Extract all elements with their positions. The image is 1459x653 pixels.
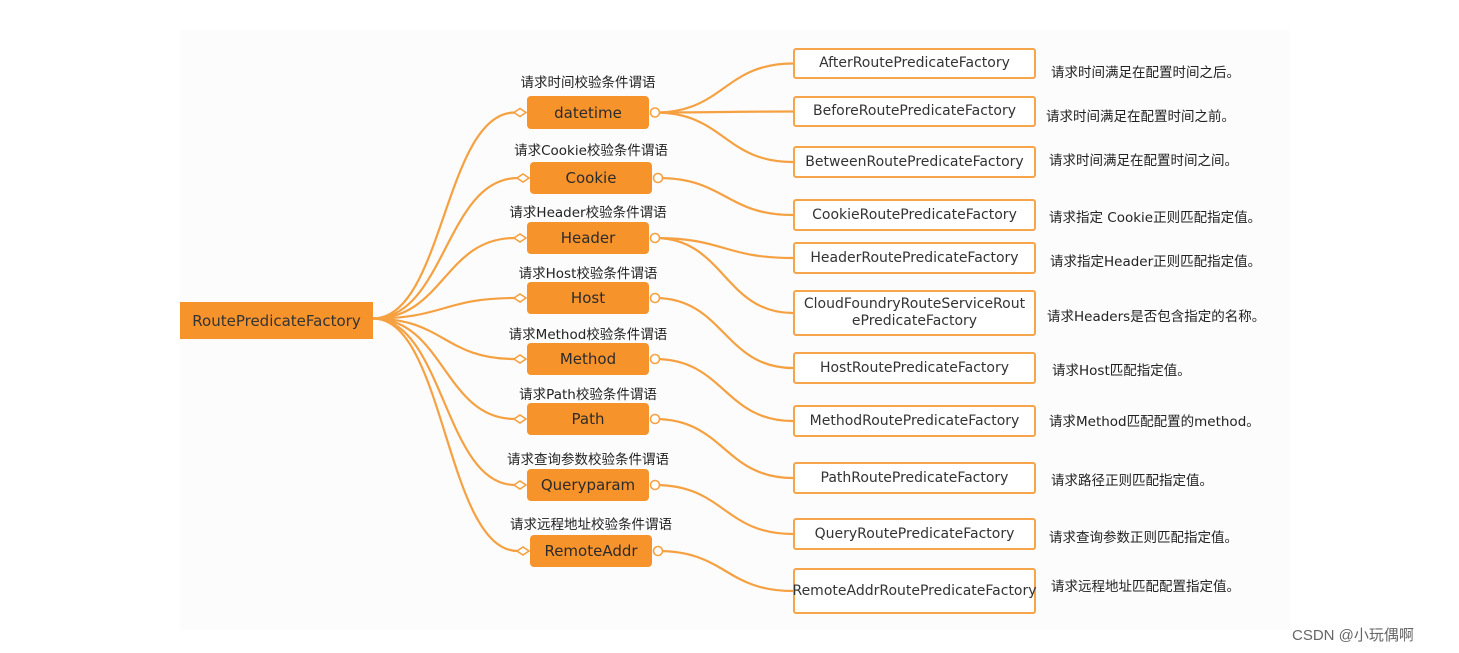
branch-caption: 请求Path校验条件谓语 bbox=[519, 387, 657, 403]
link-diamond-icon bbox=[512, 414, 528, 424]
root-branch-link bbox=[372, 317, 516, 361]
branch-caption: 请求时间校验条件谓语 bbox=[520, 75, 656, 91]
branch-node-method[interactable]: Method bbox=[527, 343, 649, 375]
branch-node-queryparam[interactable]: Queryparam bbox=[527, 469, 649, 501]
leaf-description: 请求Host匹配指定值。 bbox=[1052, 363, 1191, 379]
cutoff-text bbox=[180, 640, 240, 653]
branch-connector-icon bbox=[649, 413, 661, 425]
root-branch-link bbox=[372, 317, 516, 487]
leaf-description: 请求时间满足在配置时间之前。 bbox=[1046, 109, 1235, 125]
branch-leaf-link bbox=[654, 296, 794, 370]
leaf-description: 请求时间满足在配置时间之后。 bbox=[1051, 65, 1240, 81]
branch-caption: 请求Method校验条件谓语 bbox=[508, 327, 668, 343]
branch-leaf-link bbox=[654, 110, 794, 114]
link-diamond-icon bbox=[512, 107, 528, 118]
leaf-node[interactable]: BeforeRoutePredicateFactory bbox=[793, 96, 1036, 127]
branch-connector-icon bbox=[649, 353, 661, 365]
branch-caption: 请求Cookie校验条件谓语 bbox=[514, 143, 668, 159]
leaf-description: 请求远程地址匹配配置指定值。 bbox=[1051, 579, 1240, 595]
leaf-description: 请求指定Header正则匹配指定值。 bbox=[1050, 254, 1262, 270]
branch-connector-icon bbox=[652, 545, 664, 557]
branch-connector-icon bbox=[652, 172, 664, 184]
branch-connector-icon bbox=[649, 232, 661, 244]
branch-node-path[interactable]: Path bbox=[527, 403, 649, 435]
leaf-node[interactable]: AfterRoutePredicateFactory bbox=[793, 48, 1036, 79]
leaf-description: 请求Headers是否包含指定的名称。 bbox=[1047, 309, 1266, 325]
root-node[interactable]: RoutePredicateFactory bbox=[180, 302, 373, 339]
branch-leaf-link bbox=[654, 357, 794, 423]
root-branch-link bbox=[372, 176, 519, 320]
branch-leaf-link bbox=[654, 111, 794, 164]
leaf-node[interactable]: QueryRoutePredicateFactory bbox=[793, 518, 1036, 550]
branch-connector-icon bbox=[649, 107, 661, 118]
branch-node-remoteaddr[interactable]: RemoteAddr bbox=[530, 535, 652, 567]
leaf-node[interactable]: RemoteAddrRoutePredicateFactory bbox=[792, 568, 1037, 614]
leaf-node[interactable]: HostRoutePredicateFactory bbox=[793, 352, 1036, 384]
branch-leaf-link bbox=[657, 176, 794, 217]
branch-leaf-link bbox=[654, 417, 794, 480]
link-diamond-icon bbox=[512, 480, 528, 490]
branch-node-cookie[interactable]: Cookie bbox=[530, 162, 652, 194]
leaf-description: 请求查询参数正则匹配指定值。 bbox=[1049, 530, 1238, 546]
link-diamond-icon bbox=[512, 293, 528, 303]
leaf-description: 请求时间满足在配置时间之间。 bbox=[1049, 153, 1238, 169]
leaf-description: 请求Method匹配配置的method。 bbox=[1049, 414, 1260, 430]
leaf-node[interactable]: CookieRoutePredicateFactory bbox=[793, 199, 1036, 231]
root-branch-link bbox=[372, 296, 516, 320]
link-diamond-icon bbox=[515, 173, 531, 183]
branch-node-header[interactable]: Header bbox=[527, 222, 649, 254]
leaf-node[interactable]: PathRoutePredicateFactory bbox=[793, 462, 1036, 494]
branch-caption: 请求远程地址校验条件谓语 bbox=[510, 517, 672, 533]
link-diamond-icon bbox=[512, 354, 528, 364]
leaf-description: 请求指定 Cookie正则匹配指定值。 bbox=[1049, 210, 1262, 226]
branch-connector-icon bbox=[649, 479, 661, 491]
branch-caption: 请求Host校验条件谓语 bbox=[518, 266, 658, 282]
leaf-node[interactable]: MethodRoutePredicateFactory bbox=[793, 405, 1036, 437]
link-diamond-icon bbox=[512, 233, 528, 243]
root-branch-link bbox=[372, 236, 516, 320]
link-diamond-icon bbox=[515, 546, 531, 556]
csdn-watermark: CSDN @小玩偶啊 bbox=[1292, 627, 1414, 644]
branch-node-host[interactable]: Host bbox=[527, 282, 649, 314]
leaf-node[interactable]: BetweenRoutePredicateFactory bbox=[793, 146, 1036, 178]
root-branch-link bbox=[372, 317, 516, 421]
root-branch-link bbox=[372, 317, 519, 553]
leaf-description: 请求路径正则匹配指定值。 bbox=[1051, 473, 1213, 489]
branch-caption: 请求Header校验条件谓语 bbox=[509, 205, 667, 221]
branch-leaf-link bbox=[657, 549, 794, 593]
root-branch-link bbox=[372, 111, 516, 320]
branch-node-datetime[interactable]: datetime bbox=[527, 96, 649, 129]
leaf-node[interactable]: HeaderRoutePredicateFactory bbox=[793, 242, 1036, 274]
branch-caption: 请求查询参数校验条件谓语 bbox=[507, 452, 669, 468]
branch-leaf-link bbox=[654, 236, 794, 315]
branch-leaf-link bbox=[654, 236, 794, 260]
leaf-node[interactable]: CloudFoundryRouteServiceRoutePredicateFa… bbox=[793, 290, 1036, 336]
branch-leaf-link bbox=[654, 483, 794, 536]
branch-connector-icon bbox=[649, 292, 661, 304]
branch-leaf-link bbox=[654, 62, 794, 114]
